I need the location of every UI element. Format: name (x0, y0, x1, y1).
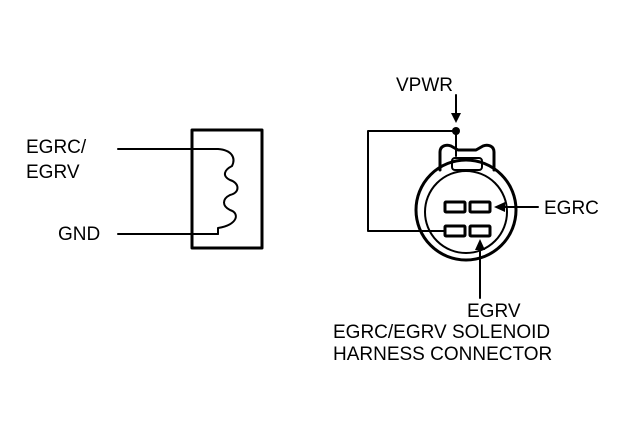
label-egrv: EGRV (467, 301, 521, 322)
connector-latch (438, 143, 496, 172)
caption-line2: HARNESS CONNECTOR (333, 344, 552, 365)
label-egrc: EGRC (544, 198, 599, 219)
label-vpwr: VPWR (396, 75, 453, 96)
label-egrc-egrv-line1: EGRC/ (26, 137, 87, 158)
terminal-cavity-lower-right (468, 224, 492, 238)
harness-connector: VPWR EGRC EGRV (333, 75, 599, 365)
solenoid-schematic: EGRC/ EGRV GND (26, 128, 264, 250)
terminal-cavity-lower-left (443, 224, 467, 238)
egrc-arrow-head (494, 202, 505, 212)
latch-slot (451, 157, 483, 171)
label-egrc-egrv-line2: EGRV (26, 162, 80, 183)
solenoid-coil-symbol (217, 148, 239, 235)
label-gnd: GND (58, 224, 100, 245)
solenoid-box (190, 128, 264, 250)
vpwr-loop-wire (367, 130, 457, 232)
vpwr-arrow-head (451, 113, 461, 123)
terminal-cavity-upper-right (468, 200, 492, 214)
caption-line1: EGRC/EGRV SOLENOID (333, 322, 550, 343)
connector-outer-shell (414, 158, 518, 262)
terminal-cavity-upper-left (443, 200, 467, 214)
egrv-arrow-head (475, 239, 485, 250)
